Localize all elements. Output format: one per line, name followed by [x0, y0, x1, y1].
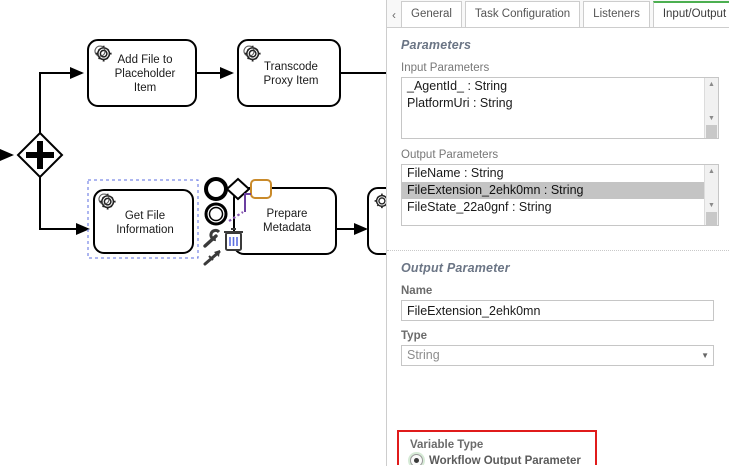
properties-panel-body: Parameters Input Parameters _AgentId_ : … — [387, 28, 729, 465]
list-item-selected[interactable]: FileExtension_2ehk0mn : String — [402, 182, 704, 199]
type-label: Type — [401, 330, 427, 342]
service-task-gear-icon — [94, 45, 112, 62]
task-label-prepare-metadata-l1: Prepare — [267, 208, 308, 220]
input-parameters-label: Input Parameters — [401, 62, 490, 74]
parameters-section: Parameters Input Parameters _AgentId_ : … — [387, 28, 729, 242]
task-next-partial[interactable] — [367, 187, 386, 255]
list-item[interactable]: FileState_22a0gnf : String — [407, 200, 552, 214]
radio-label: Workflow Output Parameter — [429, 454, 581, 466]
list-item[interactable]: FileName : String — [407, 166, 504, 180]
radio-workflow-output-parameter[interactable]: Workflow Output Parameter — [410, 454, 595, 465]
append-intermediate-event-icon[interactable] — [204, 202, 228, 226]
task-label-add-file-l2: Placeholder — [115, 68, 176, 80]
sequence-flows — [0, 67, 386, 235]
connect-icon[interactable] — [228, 193, 251, 222]
append-gateway-icon[interactable] — [225, 177, 251, 201]
input-parameters-scrollbar[interactable]: ▲ ▼ — [704, 78, 718, 138]
list-item[interactable]: PlatformUri : String — [407, 96, 513, 110]
tab-task-configuration[interactable]: Task Configuration — [464, 1, 581, 27]
tab-general[interactable]: General — [401, 1, 462, 27]
chevron-down-icon[interactable]: ▼ — [701, 351, 709, 360]
service-task-gear-icon — [98, 193, 116, 210]
type-select[interactable]: String ▼ — [401, 345, 714, 366]
output-parameter-detail-section: Output Parameter Name Type String ▼ — [387, 251, 729, 374]
delete-trash-icon[interactable] — [224, 228, 243, 251]
variable-type-highlight-box: Variable Type Workflow Output Parameter … — [397, 430, 597, 465]
task-label-get-file-info-l2: Information — [116, 224, 174, 236]
append-end-event-icon[interactable] — [204, 177, 228, 201]
tab-input-output[interactable]: Input/Output — [652, 1, 729, 27]
bpmn-diagram-canvas[interactable]: Add File to Placeholder Item Transcode P… — [0, 0, 386, 466]
service-task-gear-icon — [374, 193, 386, 209]
parallel-gateway[interactable] — [16, 131, 64, 179]
scroll-up-icon[interactable]: ▲ — [708, 168, 715, 175]
append-arrow-icon[interactable] — [203, 250, 221, 266]
tab-listeners[interactable]: Listeners — [583, 1, 650, 27]
tabs-scroll-left-icon[interactable]: ‹ — [392, 8, 396, 22]
task-label-add-file-l3: Item — [134, 82, 156, 94]
variable-type-label: Variable Type — [410, 439, 484, 451]
scroll-up-icon[interactable]: ▲ — [708, 81, 715, 88]
task-labels: Add File to Placeholder Item Transcode P… — [115, 54, 319, 236]
task-prepare-metadata[interactable] — [233, 187, 337, 255]
type-select-value: String — [407, 348, 440, 362]
task-label-add-file-l1: Add File to — [118, 54, 173, 66]
append-task-icon[interactable] — [250, 179, 272, 199]
input-parameters-listbox[interactable]: _AgentId_ : String PlatformUri : String … — [401, 77, 719, 139]
output-parameters-listbox[interactable]: FileName : String FileExtension_2ehk0mn … — [401, 164, 719, 226]
section-divider — [387, 250, 729, 251]
task-label-transcode-l1: Transcode — [264, 61, 318, 73]
task-add-file-to-placeholder-item[interactable] — [87, 39, 197, 107]
scroll-down-icon[interactable]: ▼ — [708, 202, 715, 209]
properties-panel: ‹ General Task Configuration Listeners I… — [386, 0, 729, 466]
context-pad[interactable] — [203, 177, 272, 266]
parameters-section-title: Parameters — [401, 38, 472, 52]
scrollbar-thumb[interactable] — [706, 125, 717, 138]
task-label-prepare-metadata-l2: Metadata — [263, 222, 312, 234]
properties-tabstrip: ‹ General Task Configuration Listeners I… — [387, 0, 729, 28]
task-transcode-proxy-item[interactable] — [237, 39, 341, 107]
radio-icon-checked[interactable] — [410, 454, 423, 465]
scroll-down-icon[interactable]: ▼ — [708, 115, 715, 122]
output-parameters-label: Output Parameters — [401, 149, 499, 161]
task-label-get-file-info-l1: Get File — [125, 210, 165, 222]
service-task-gear-icon — [243, 45, 261, 62]
task-get-file-information[interactable] — [87, 179, 199, 259]
task-label-transcode-l2: Proxy Item — [264, 75, 319, 87]
name-input[interactable] — [401, 300, 714, 321]
change-type-wrench-icon[interactable] — [203, 228, 221, 248]
output-parameter-title: Output Parameter — [401, 261, 510, 275]
list-item[interactable]: _AgentId_ : String — [407, 79, 508, 93]
name-label: Name — [401, 285, 433, 297]
output-parameters-scrollbar[interactable]: ▲ ▼ — [704, 165, 718, 225]
scrollbar-thumb[interactable] — [706, 212, 717, 225]
